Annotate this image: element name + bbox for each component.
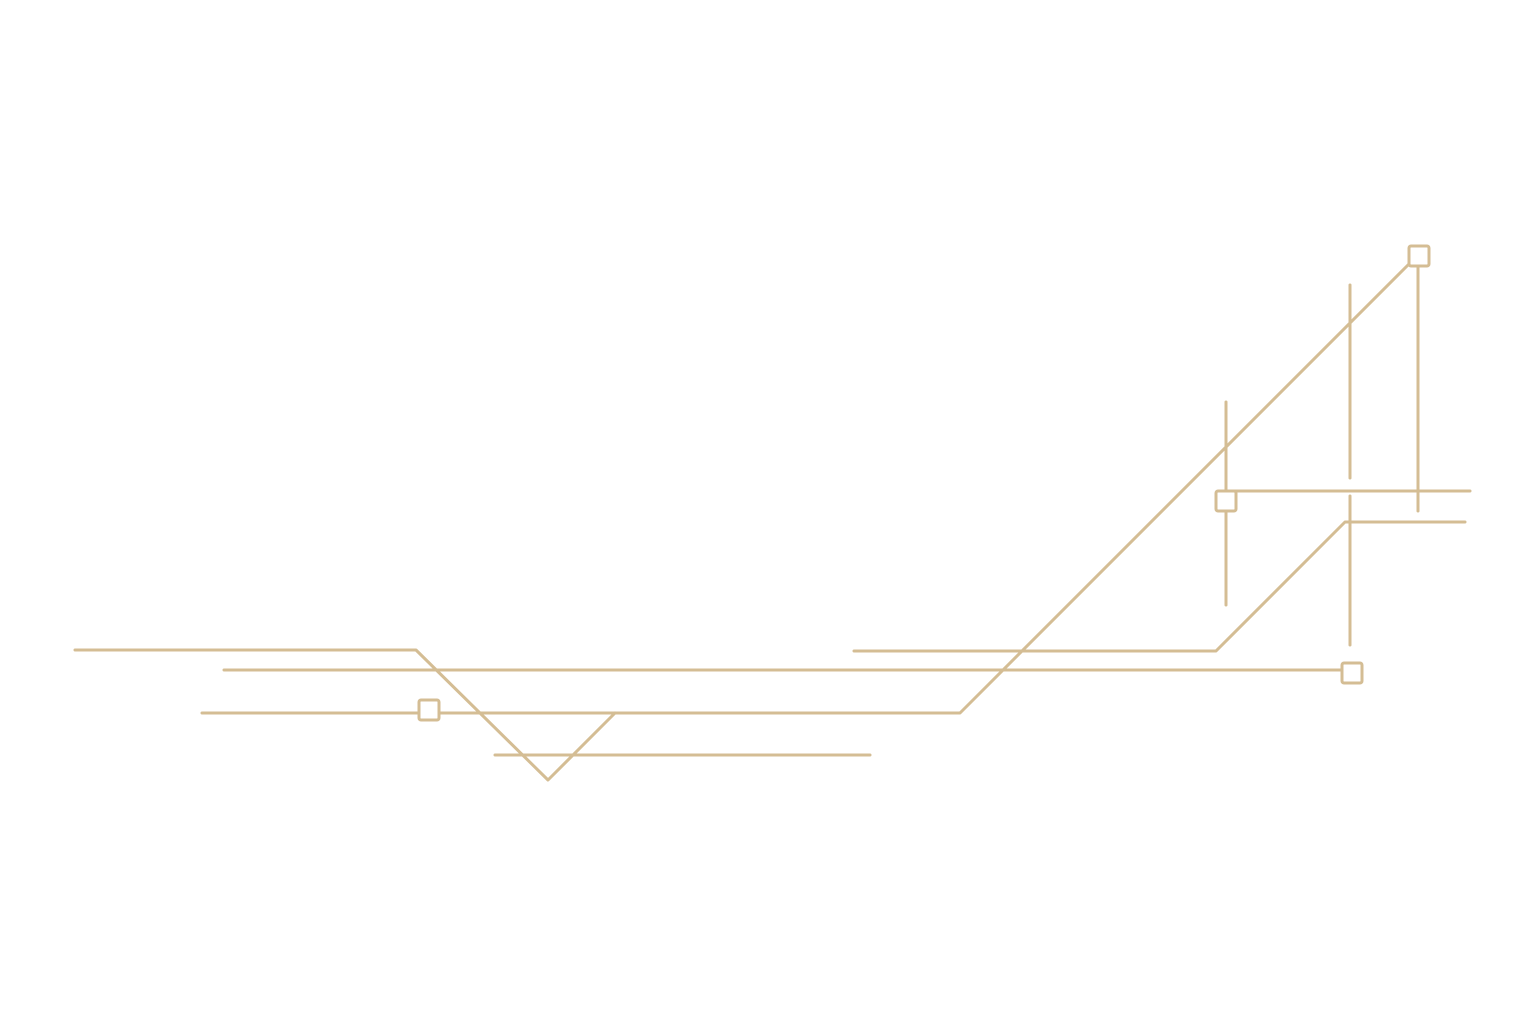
node-square-bottom-right bbox=[1340, 661, 1364, 685]
node-square-top-right bbox=[1407, 244, 1431, 268]
node-square-left bbox=[417, 698, 441, 722]
node-square-mid-right bbox=[1214, 489, 1238, 513]
trace-upper-left-dip bbox=[73, 648, 617, 782]
trace-lower-left-rise bbox=[200, 258, 1415, 715]
trace-right-step bbox=[852, 520, 1467, 653]
